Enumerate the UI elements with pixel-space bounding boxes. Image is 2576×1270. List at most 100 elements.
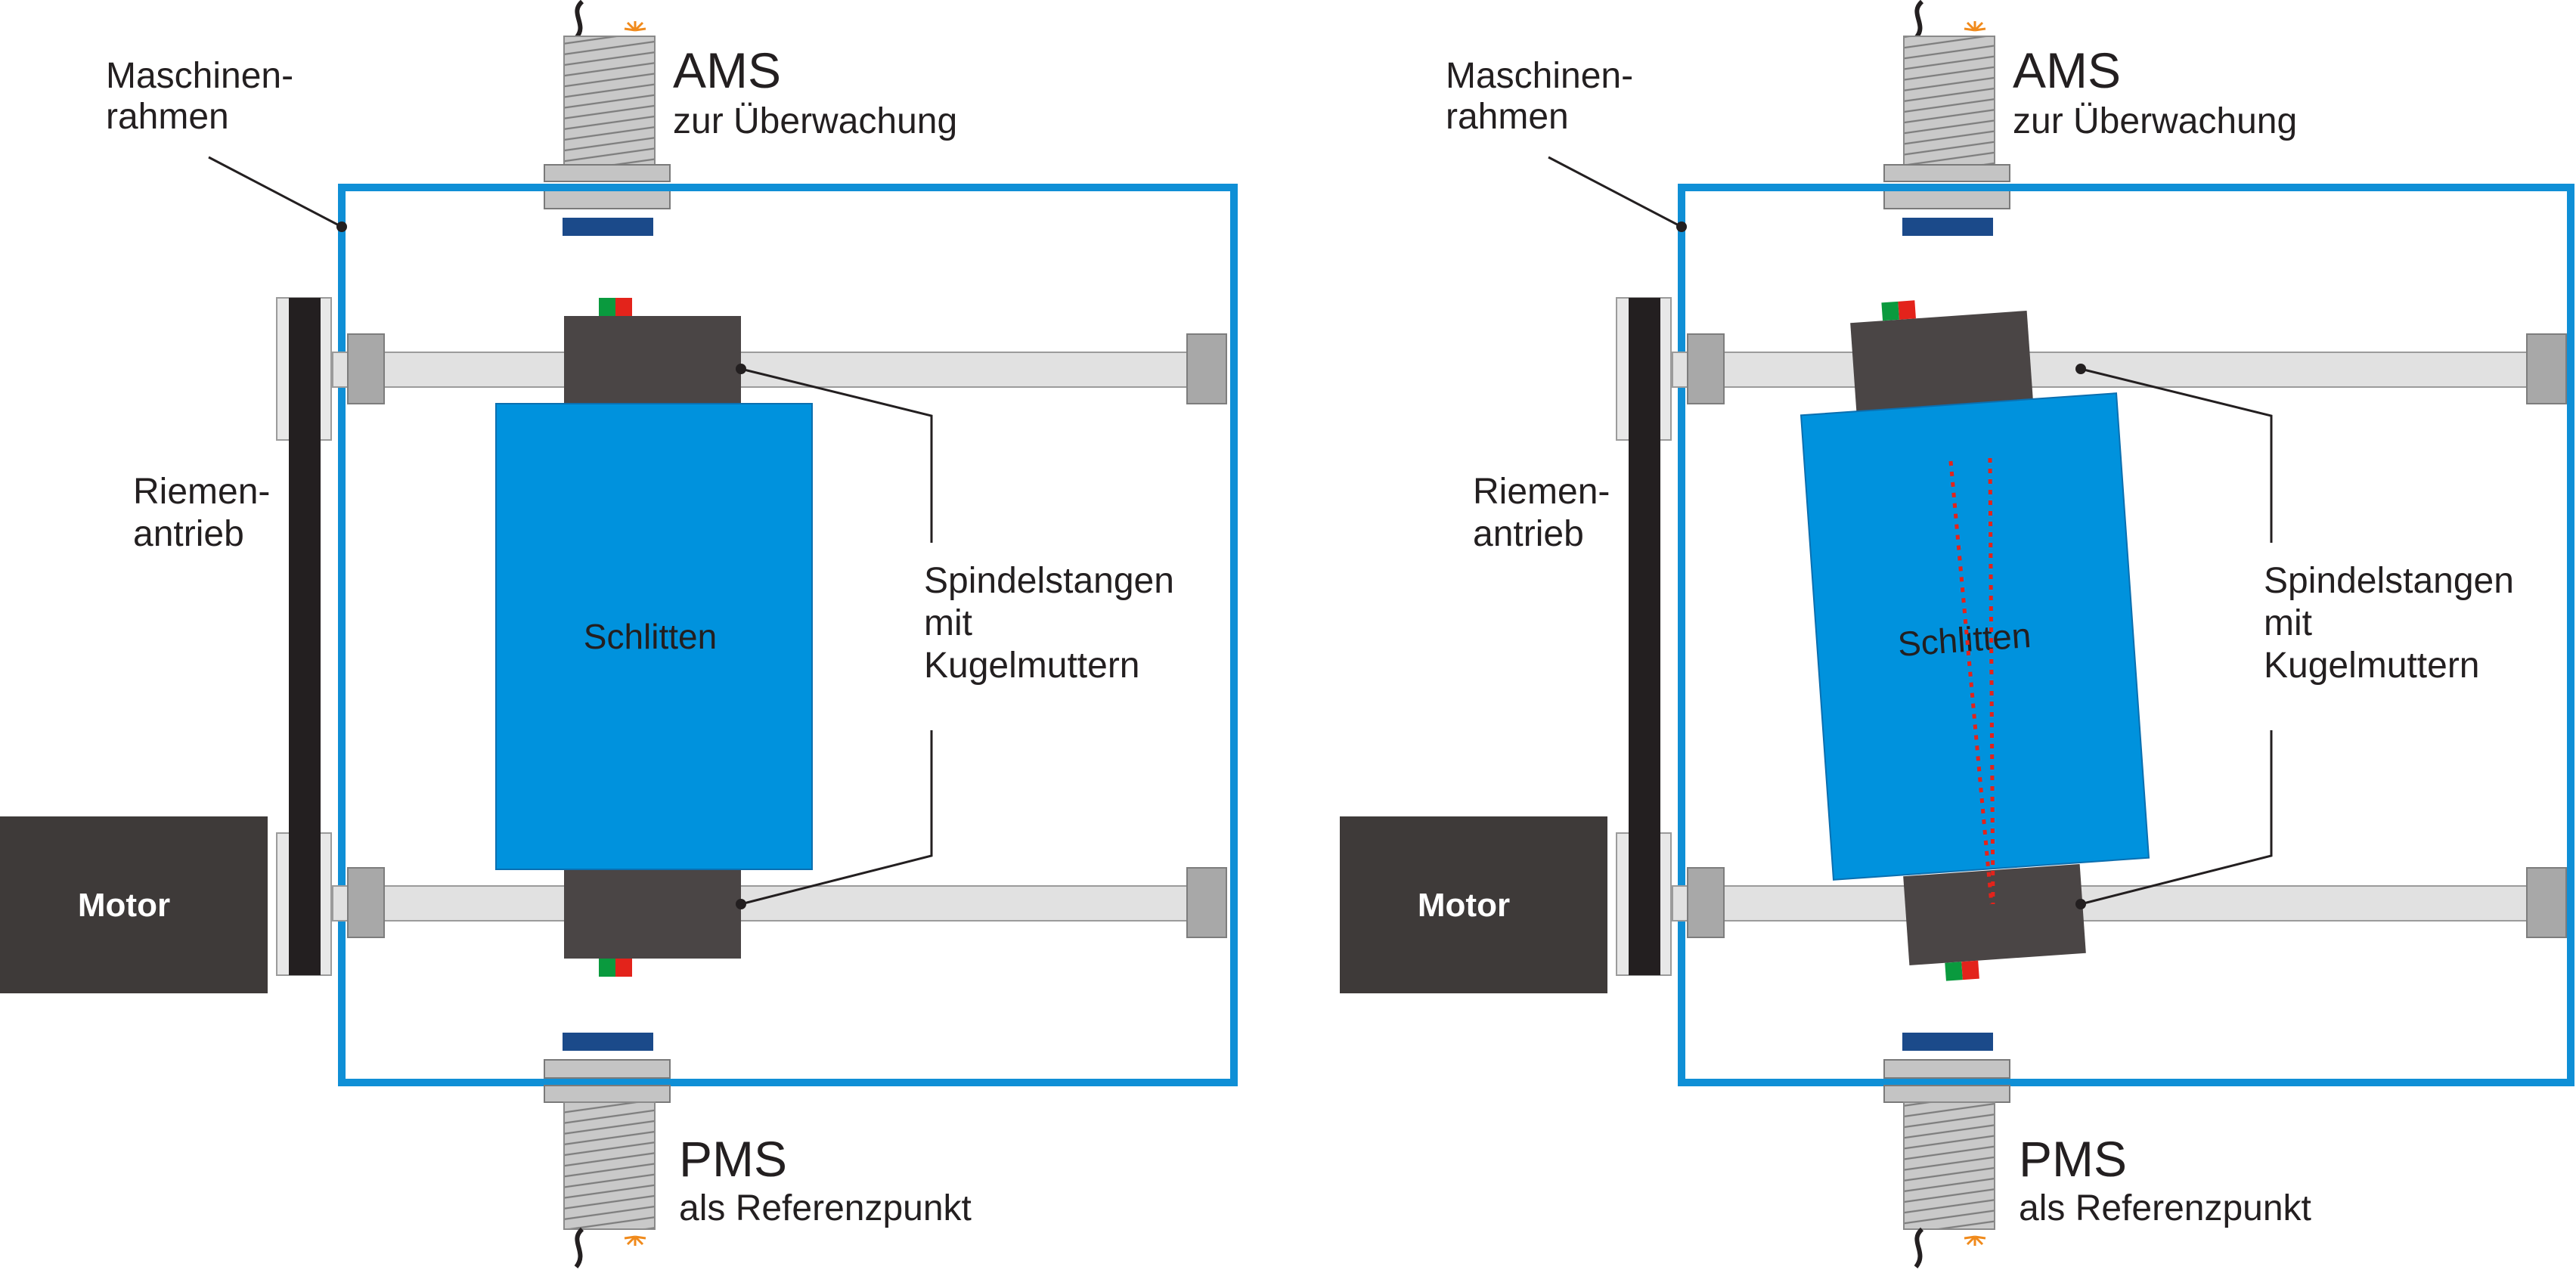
panel-right: Motor Schlitten [1340,0,2574,1268]
sensor-nut [544,1059,671,1079]
bearing [1687,333,1725,404]
belt-drive [276,297,332,976]
spindle-label-line2: mit [2264,603,2312,643]
sensor-led-icon [624,1235,646,1246]
frame-label-line1: Maschinen- [1446,56,1633,96]
leader-dot [336,221,347,232]
skew-line [1948,460,1994,905]
bearing [2526,867,2567,938]
ball-nut-top [1850,300,2033,413]
skew-line [1988,457,1995,905]
machine-frame [338,184,1238,1086]
sensor-cable-icon [1914,1227,1924,1268]
ams-title: AMS [673,42,781,98]
sensor-nut [1883,1085,2010,1103]
marker-green [1881,301,1900,321]
bearing [1186,867,1227,938]
pms-subtitle: als Referenzpunkt [679,1188,972,1228]
ams-title: AMS [2013,42,2121,98]
pms-title: PMS [679,1131,787,1187]
sensor-face [1902,1033,1993,1051]
pms-subtitle: als Referenzpunkt [2019,1188,2311,1228]
ball-nut-bottom [564,869,741,959]
sled [1799,392,2150,881]
bearing [347,333,385,404]
leader-frame [208,156,343,228]
sensor-nut [544,1085,671,1103]
ball-nut-top [564,316,741,405]
leader-dot [1676,221,1687,232]
spindle-label-line3: Kugelmuttern [924,646,1140,686]
marker-red [615,298,632,316]
leader-dot [2075,364,2086,374]
leader-spindle-bottom [740,730,933,906]
belt-label-line2: antrieb [1473,514,1584,554]
leader-spindle-top [740,367,933,543]
motor: Motor [1340,816,1607,993]
sensor-led-icon [1964,1235,1986,1246]
sensor-cable-icon [574,0,584,39]
pms-sensor [1883,1033,2010,1268]
inductive-sensor-icon [1903,1101,1995,1230]
sensor-led-icon [1964,21,1986,32]
ams-subtitle: zur Überwachung [2013,101,2297,141]
spindle-label-line1: Spindelstangen [924,561,1174,601]
sensor-cable-icon [1914,0,1924,39]
bearing [2526,333,2567,404]
sled [495,403,813,870]
ball-nut-bottom [1903,863,2086,981]
marker-green [599,959,615,977]
ams-subtitle: zur Überwachung [673,101,957,141]
marker-red [615,959,632,977]
belt-label-line1: Riemen- [1473,472,1610,512]
sensor-nut [544,164,671,182]
belt-label-line1: Riemen- [133,472,270,512]
spindle-label-line1: Spindelstangen [2264,561,2514,601]
bearing [1687,867,1725,938]
panel-left: Motor Schlitten [0,0,1238,1268]
sensor-cable-icon [574,1227,584,1268]
marker-red [1961,960,1979,980]
motor-label: Motor [1418,887,1510,924]
leader-dot [2075,899,2086,909]
belt-label-line2: antrieb [133,514,244,554]
leader-spindle-top [2080,367,2273,543]
sensor-nut [1883,1059,2010,1079]
marker-green [1945,962,1963,981]
marker-red [1898,300,1916,320]
sensor-nut [1883,190,2010,209]
motor: Motor [0,816,268,993]
spindle-rod-bottom [1672,885,2565,922]
spindle-label-line3: Kugelmuttern [2264,646,2480,686]
frame-label-line1: Maschinen- [106,56,293,96]
inductive-sensor-icon [563,1101,656,1230]
pms-title: PMS [2019,1131,2127,1187]
bearing [1186,333,1227,404]
sled-skewed [1799,392,2150,881]
marker-green [599,298,615,316]
sensor-face [563,1033,653,1051]
leader-dot [736,364,746,374]
frame-label-line2: rahmen [1446,97,1569,137]
sensor-nut [544,190,671,209]
spindle-rod-bottom [332,885,1226,922]
bearing [347,867,385,938]
sensor-face [563,218,653,236]
ams-sensor [544,0,671,236]
belt-drive [1616,297,1672,976]
sensor-led-icon [624,21,646,32]
leader-dot [736,899,746,909]
motor-label: Motor [78,887,170,924]
sled-label: Schlitten [584,617,717,656]
spindle-rod-top [332,352,1226,388]
ams-sensor [1883,0,2010,236]
inductive-sensor-icon [563,36,656,166]
machine-frame [1678,184,2574,1086]
sensor-face [1902,218,1993,236]
inductive-sensor-icon [1903,36,1995,166]
sensor-nut [1883,164,2010,182]
spindle-rod-top [1672,352,2565,388]
frame-label-line2: rahmen [106,97,229,137]
leader-frame [1548,156,1682,228]
